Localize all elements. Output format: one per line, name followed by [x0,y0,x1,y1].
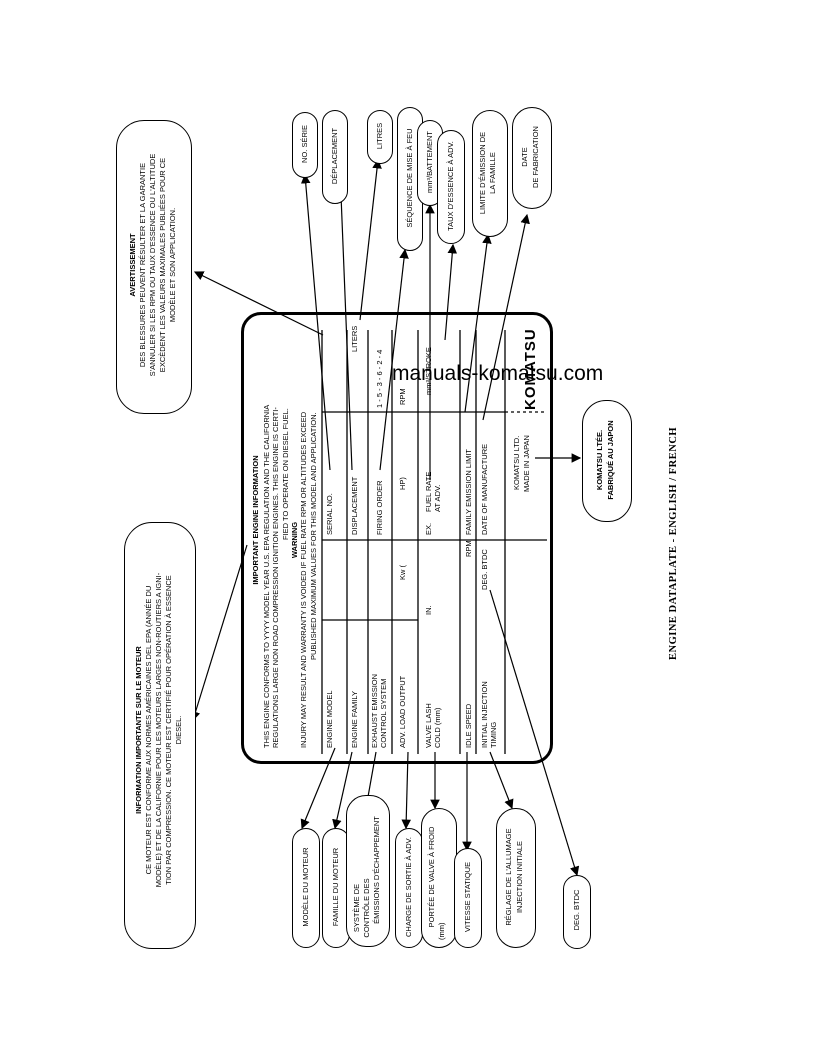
line-info [190,544,248,722]
warning-fr-line1: DES BLESSURES PEUVENT RÉSULTER ET LA GAR… [138,162,147,368]
warning-fr-line3: EXCÈDENT LES VALEURS MAXIMALES PUBLIÉES … [158,157,167,373]
label-systeme [346,795,390,947]
label-reglage-text-1: RÉGLAGE DE L'ALLUMAGE [504,828,513,926]
label-battement-text: mm³/BATTEMENT [425,131,434,193]
line-warning [193,271,324,336]
plate-firing-order: FIRING ORDER [375,480,384,535]
plate-info-title: IMPORTANT ENGINE INFORMATION [251,455,260,585]
label-portee-text-2: (mm) [437,922,446,941]
plate-exhaust-1: EXHAUST EMISSION [370,673,379,748]
label-date-text-2: DE FABRICATION [531,126,540,188]
plate-warning-line1: INJURY MAY RESULT AND WARRANTY IS VOIDED… [299,411,308,748]
label-vitesse-text: VITESSE STATIQUE [463,861,472,933]
label-taux-text: TAUX D'ESSENCE À ADV. [446,141,455,231]
label-sequence-text: SÉQUENCE DE MISE À FEU [405,128,414,228]
label-systeme-text-2: CONTRÔLE DES [362,878,371,938]
komatsu-ltee-line1: KOMATSU LTÉE. [595,429,604,491]
warning-fr-line4: MODÈLE ET SON APPLICATION. [168,207,177,323]
plate-displacement: DISPLACEMENT [350,476,359,535]
dataplate [241,312,553,764]
plate-liters: LITERS [350,325,359,352]
line-displacement [335,168,353,471]
info-box-fr [124,522,196,949]
label-portee-text-1: PORTÉE DE VALVE À FROID [427,826,436,928]
label-deplacement-text: DÉPLACEMENT [330,127,339,185]
label-systeme-text-3: ÉMISSIONS D'ÉCHAPPEMENT [372,816,381,924]
label-no-serie-text: NO. SÉRIE [300,125,309,163]
warning-fr-title: AVERTISSEMENT [128,233,137,297]
label-deg-text: DEG. BTDC [572,889,581,931]
plate-family-limit: FAMILY EMISSION LIMIT [464,449,473,535]
line-serial [300,173,331,471]
label-systeme-text-1: SYSTÈME DE [352,883,361,933]
plate-info-line3: FIED TO OPERATE ON DIESEL FUEL. [281,408,290,540]
label-limite-text-2: LA FAMILLE [488,152,497,194]
komatsu-ltee-line2: FABRIQUÉ AU JAPON [606,420,615,500]
plate-made-japan: MADE IN JAPAN [522,435,531,492]
info-fr-line2: MODÈLE) ET DE LA CALIFORNIE POUR LES MOT… [154,572,163,888]
plate-exhaust-2: CONTROL SYSTEM [379,678,388,748]
label-famille-text: FAMILLE DU MOTEUR [331,847,340,927]
info-fr-line4: DIESEL. [174,715,183,745]
label-charge-text: CHARGE DE SORTIE À ADV. [404,836,413,938]
info-fr-line3: TION PAR COMPRESSION. CE MOTEUR EST CERT… [164,575,173,885]
line-charge [401,751,412,830]
plate-date-mfg: DATE OF MANUFACTURE [480,443,489,535]
plate-engine-model: ENGINE MODEL [325,690,334,748]
plate-engine-family: ENGINE FAMILY [350,691,359,748]
plate-info-line1: THIS ENGINE CONFORMS TO YYYY MODEL YEAR … [262,404,271,748]
label-date-text-1: DATE [520,147,529,167]
plate-deg-btdc: DEG. BTDC [480,549,489,590]
line-stroke [444,243,458,341]
label-reglage [496,808,536,948]
line-family-limit [464,233,492,413]
plate-rpm-2: RPM [464,540,473,557]
info-fr-line1: CE MOTEUR EST CONFORME AUX NORMES AMÉRIC… [144,585,153,875]
info-fr-title: INFORMATION IMPORTANTE SUR LE MOTEUR [134,646,143,814]
plate-hp: HP) [398,477,407,490]
plate-ex: EX. [424,522,433,535]
plate-idle: IDLE SPEED [464,703,473,748]
warning-box-fr [116,120,192,414]
label-litres-text: LITRES [375,122,384,150]
line-liters [359,158,382,321]
plate-in: IN. [424,605,433,615]
label-reglage-text-2: INJECTION INITIALE [515,840,524,914]
label-modele [292,828,320,948]
label-date [512,107,552,209]
plate-fuel-2: AT ADV. [433,484,442,512]
plate-warning-line2: PUBLISHED MAXIMUM VALUES FOR THIS MODEL … [309,412,318,660]
komatsu-ltee-box [582,400,632,522]
plate-inj-1: INITIAL INJECTION [480,681,489,748]
line-family [332,751,353,830]
plate-warning-title: WARNING [290,521,299,559]
plate-serial-no: SERIAL NO. [325,493,334,535]
label-limite [472,110,508,237]
plate-valve-2: COLD (mm) [433,707,442,748]
label-modele-text: MODÈLE DU MOTEUR [301,847,310,927]
label-litres [367,110,393,164]
plate-komatsu-ltd: KOMATSU LTD. [512,435,521,490]
plate-adv-load: ADV. LOAD OUTPUT [398,675,407,748]
label-no-serie [292,112,318,178]
plate-info-line2: REGULATIONS LARGE NON ROAD COMPRESSION I… [271,407,280,748]
diagram-caption: ENGINE DATAPLATE - ENGLISH / FRENCH [668,426,679,660]
plate-inj-2: TIMING [489,721,498,748]
label-limite-text-1: LIMITE D'ÉMISSION DE [478,131,487,215]
label-deplacement [322,110,348,204]
plate-valve-1: VALVE LASH [424,703,433,748]
watermark-text: manuals-komatsu.com [392,362,604,385]
plate-firing-value: 1 - 5 - 3 - 6 - 2 - 4 [375,349,384,408]
plate-rpm: RPM [398,388,407,405]
warning-fr-line2: S'ANNULER SI LES RPM OU TAUX D'ESSENCE O… [148,153,157,377]
label-deg [563,875,591,949]
plate-kw: Kw ( [398,565,407,580]
label-taux [437,130,465,244]
label-vitesse [454,848,482,948]
line-date [482,213,530,421]
plate-fuel-1: FUEL RATE [424,471,433,512]
